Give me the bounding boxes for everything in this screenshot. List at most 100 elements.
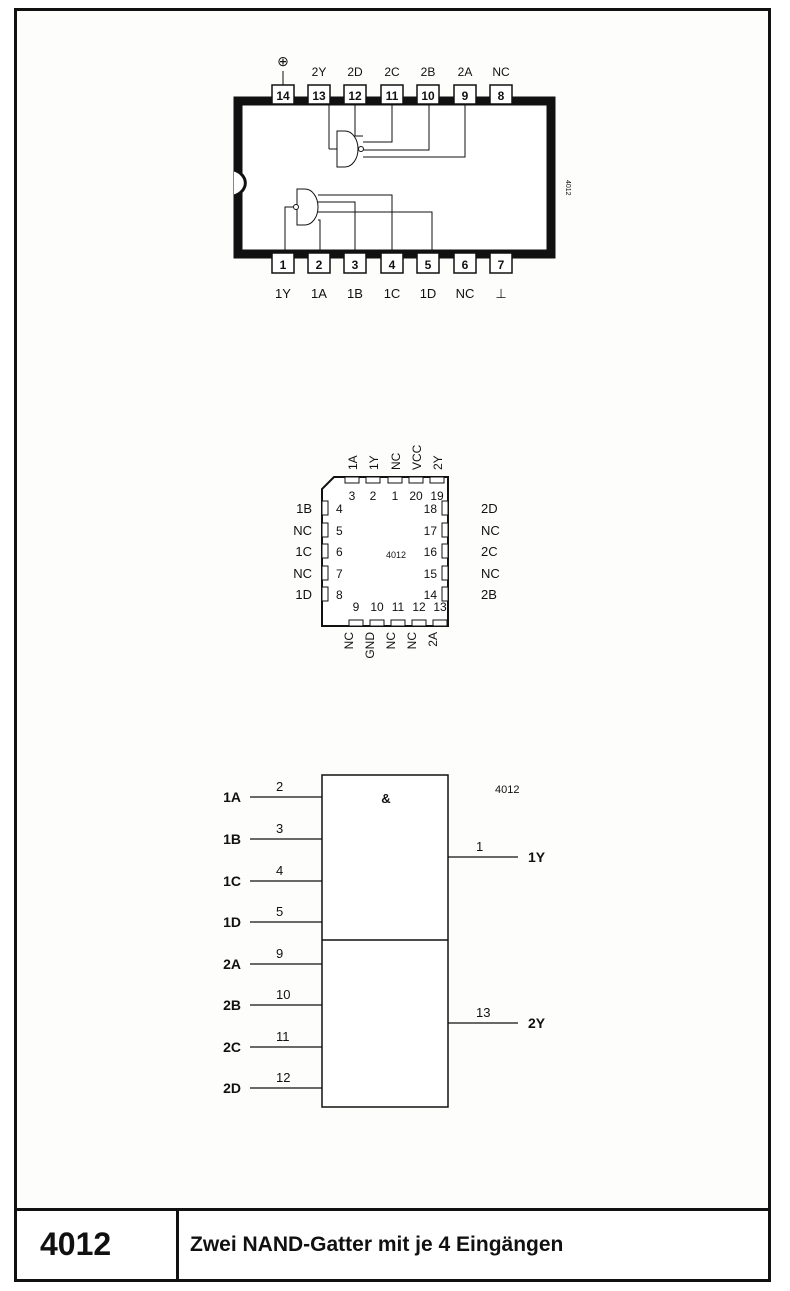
logic-input-1B: 1B 3: [223, 821, 322, 847]
input-name: 1B: [223, 831, 241, 847]
dip-pin-number: 7: [498, 258, 505, 272]
plcc-right-number: 16: [424, 545, 438, 559]
plcc-left-label: NC: [293, 523, 312, 538]
logic-output-1Y: 1Y1: [448, 839, 546, 865]
input-name: 2B: [223, 997, 241, 1013]
plcc-left-label: 1B: [296, 501, 312, 516]
plcc-right-label: 2C: [481, 544, 498, 559]
dip-pin-label: 2C: [384, 65, 400, 79]
dip-pin-label: NC: [456, 286, 475, 301]
plcc-right-label: 2D: [481, 501, 498, 516]
plcc-left-label: 1C: [295, 544, 312, 559]
plcc-pad-left: [321, 565, 329, 581]
plcc-pad-right: [441, 522, 449, 538]
dip-pin-14: 14 ⊕: [271, 53, 295, 105]
logic-input-1D: 1D5: [223, 904, 322, 930]
output-name: 2Y: [528, 1015, 546, 1031]
plcc-center-label: 4012: [386, 550, 406, 560]
dip-pin-number: 9: [462, 89, 469, 103]
plcc-left-label: NC: [293, 566, 312, 581]
input-pin-number: 3: [276, 821, 283, 836]
plcc-top-label: VCC: [410, 444, 424, 470]
dip-pin-number: 11: [386, 89, 399, 103]
and-symbol: &: [381, 791, 390, 806]
input-name: 2D: [223, 1080, 241, 1096]
dip-pin-label: 2Y: [312, 65, 327, 79]
dip-pin-box: [343, 252, 367, 274]
plcc-bottom-label: NC: [384, 632, 398, 650]
plcc-pad-top: [429, 476, 445, 484]
plcc-left-label: 1D: [295, 587, 312, 602]
logic-symbol: & 4012 1A21B31C41D52A92B102C112D121Y12Y1…: [223, 774, 546, 1108]
plcc-right-label: NC: [481, 566, 500, 581]
plcc-bottom-number: 13: [433, 600, 447, 614]
plcc-top-number: 20: [409, 489, 423, 503]
input-pin-number: 9: [276, 946, 283, 961]
plcc-pad-top: [344, 476, 360, 484]
plcc-left-number: 6: [336, 545, 343, 559]
dip-pin-box: [307, 252, 331, 274]
dip-pin-6: 6NC: [453, 252, 477, 301]
plcc-left-number: 7: [336, 567, 343, 581]
plcc-pad-right: [441, 565, 449, 581]
input-name: 1A: [223, 789, 241, 805]
input-pin-number: 4: [276, 863, 283, 878]
dip-pin-label: 2A: [458, 65, 473, 79]
dip-pin-label: 1A: [311, 286, 327, 301]
dip-pin-label: 2B: [421, 65, 436, 79]
plcc-top-label: 1A: [346, 455, 360, 470]
plcc-bottom-number: 10: [370, 600, 384, 614]
plcc-right-number: 17: [424, 524, 438, 538]
dip-pin-box: [489, 84, 513, 105]
dip-pin-number: 12: [348, 89, 362, 103]
plcc-top-number: 19: [430, 489, 444, 503]
dip-pin-number: 14: [276, 89, 290, 103]
dip-gate2-internal: [318, 103, 466, 168]
dip-pin-label: 1C: [384, 286, 401, 301]
dip-pin-box: [380, 252, 404, 274]
dip-pin-9: 9 2A: [453, 65, 477, 105]
dip-pin-label: 1D: [420, 286, 437, 301]
plcc-pad-top: [408, 476, 424, 484]
plcc-pad-right: [441, 586, 449, 602]
dip-pin-number: 10: [421, 89, 435, 103]
logic-input-2B: 2B 10: [223, 987, 322, 1013]
dip-pin-number: 2: [316, 258, 323, 272]
dip-pin-box: [416, 252, 440, 274]
dip-pin-number: 4: [389, 258, 396, 272]
input-pin-number: 2: [276, 779, 283, 794]
vcc-symbol: ⊕: [277, 53, 289, 69]
footer-bar: [14, 1208, 771, 1282]
plcc-top-label: NC: [389, 452, 403, 470]
dip-pin-label: 1Y: [275, 286, 291, 301]
plcc-pad-bottom: [411, 619, 427, 627]
plcc-pad-left: [321, 522, 329, 538]
output-name: 1Y: [528, 849, 546, 865]
dip-pin-number: 5: [425, 258, 432, 272]
dip-pin-5: 5 1D: [416, 252, 440, 301]
input-pin-number: 10: [276, 987, 290, 1002]
plcc-pad-bottom: [432, 619, 448, 627]
dip-gate1-internal: [284, 188, 433, 252]
dip-pin-label: 1B: [347, 286, 363, 301]
dip-pin-label: 2D: [347, 65, 363, 79]
logic-block: [321, 774, 449, 1108]
logic-input-2A: 2A9: [223, 946, 322, 972]
dip-pin-number: 3: [352, 258, 359, 272]
plcc-top-label: 1Y: [367, 455, 381, 470]
logic-input-1C: 1C4: [223, 863, 322, 889]
plcc-bottom-number: 11: [392, 600, 405, 614]
dip-pin-box: [416, 84, 440, 105]
plcc-pad-right: [441, 543, 449, 559]
plcc-right-number: 14: [424, 588, 438, 602]
dip-pin-12: 12 2D: [343, 65, 367, 105]
plcc-body: [321, 476, 449, 627]
plcc-bottom-label: NC: [342, 632, 356, 650]
plcc-bottom-label: NC: [405, 632, 419, 650]
dip-pin-box: [489, 252, 513, 274]
dip-pin-11: 11 2C: [380, 65, 404, 105]
